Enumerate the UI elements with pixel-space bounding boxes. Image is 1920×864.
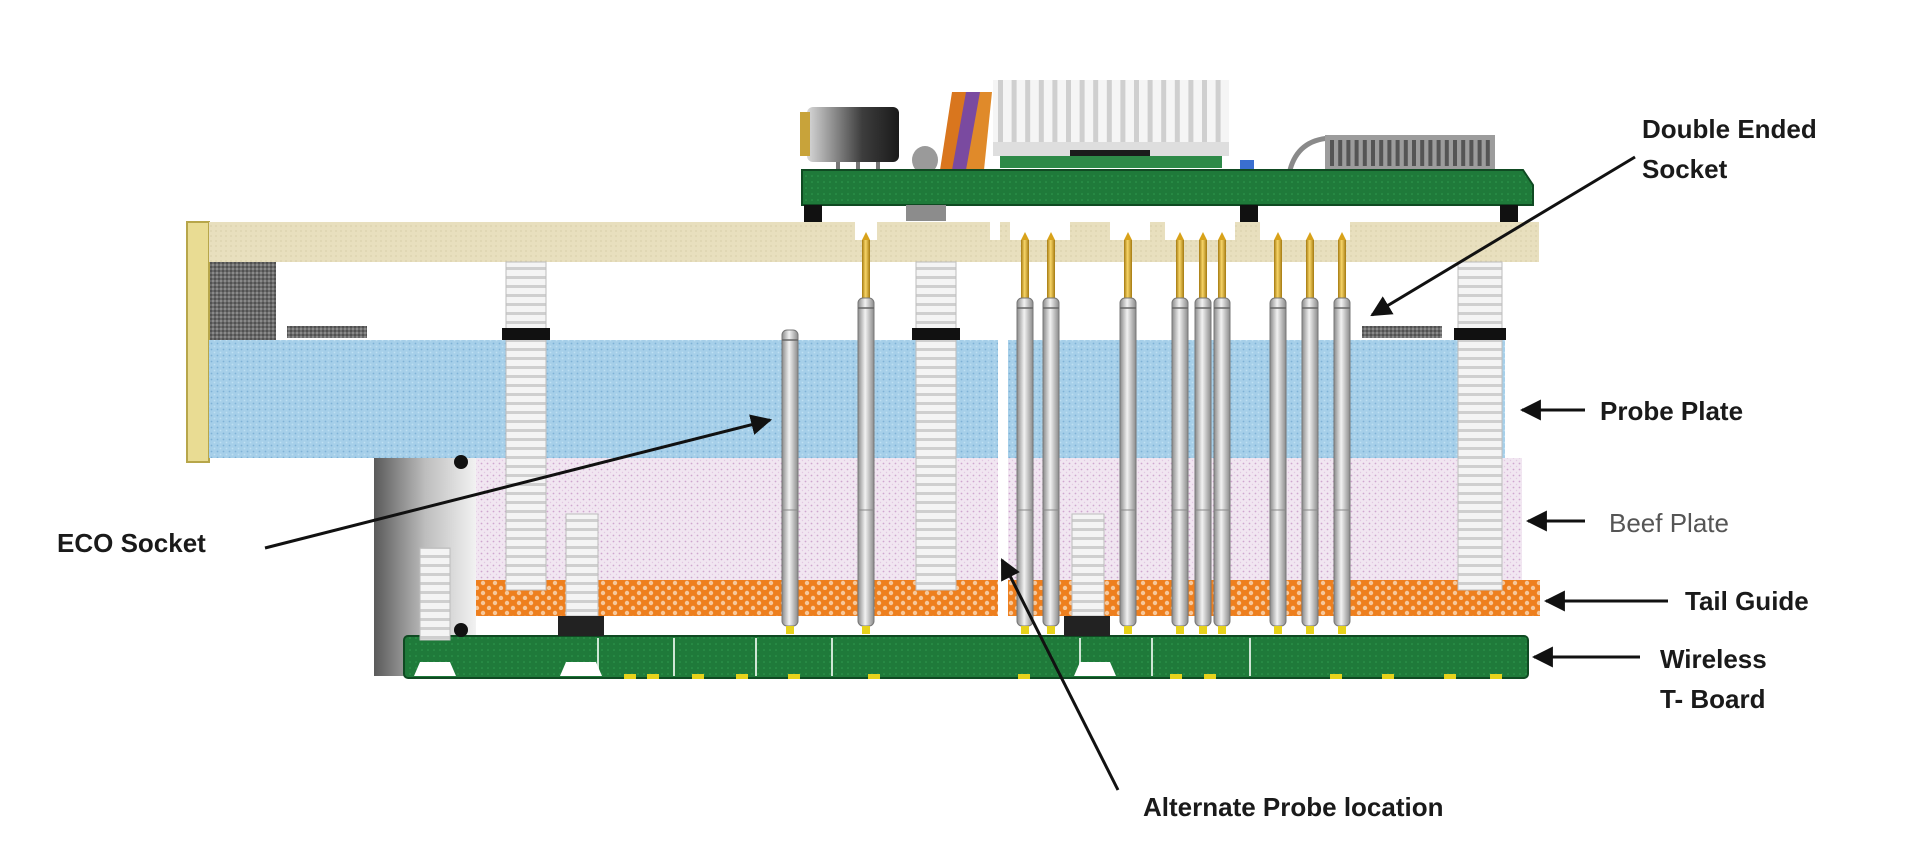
label-beef-plate: Beef Plate [1525,508,1729,538]
label-alternate-probe-location: Alternate Probe location [1000,558,1444,822]
spring-probe [1119,232,1137,634]
spring-probe [1194,232,1212,634]
svg-text:Socket: Socket [1642,154,1728,184]
spring-probe [1213,232,1231,634]
label-tail-guide: Tail Guide [1543,586,1809,616]
spring-probe [1301,232,1319,634]
wireless-t-board [403,635,1529,679]
top-pcb-assembly [800,80,1534,223]
svg-text:Beef Plate: Beef Plate [1609,508,1729,538]
ribbon-cable-icon [940,92,992,170]
connector-icon [800,107,899,172]
screws [414,261,1506,676]
alternate-probe-slot [998,340,1008,616]
label-probe-plate: Probe Plate [1519,396,1743,426]
spring-probe [1016,232,1034,634]
svg-text:T- Board: T- Board [1660,684,1765,714]
svg-text:Probe Plate: Probe Plate [1600,396,1743,426]
spring-probe [857,232,875,634]
svg-text:Wireless: Wireless [1660,644,1767,674]
svg-text:Tail Guide: Tail Guide [1685,586,1809,616]
label-eco-socket: ECO Socket [57,414,773,558]
svg-text:Alternate Probe location: Alternate Probe location [1143,792,1444,822]
probe-plate [209,340,1505,458]
spring-probe [1333,232,1351,634]
spring-probe [1269,232,1287,634]
spring-probe [1042,232,1060,634]
probes [781,232,1351,634]
spring-probe [1171,232,1189,634]
label-double-ended-socket: Double Ended Socket [1370,114,1817,317]
spring-probe [781,329,799,634]
heatsink-icon [993,80,1229,168]
header-connector-icon [1287,135,1495,171]
svg-text:ECO Socket: ECO Socket [57,528,206,558]
label-wireless-t-board: Wireless T- Board [1531,644,1767,714]
svg-text:Double Ended: Double Ended [1642,114,1817,144]
